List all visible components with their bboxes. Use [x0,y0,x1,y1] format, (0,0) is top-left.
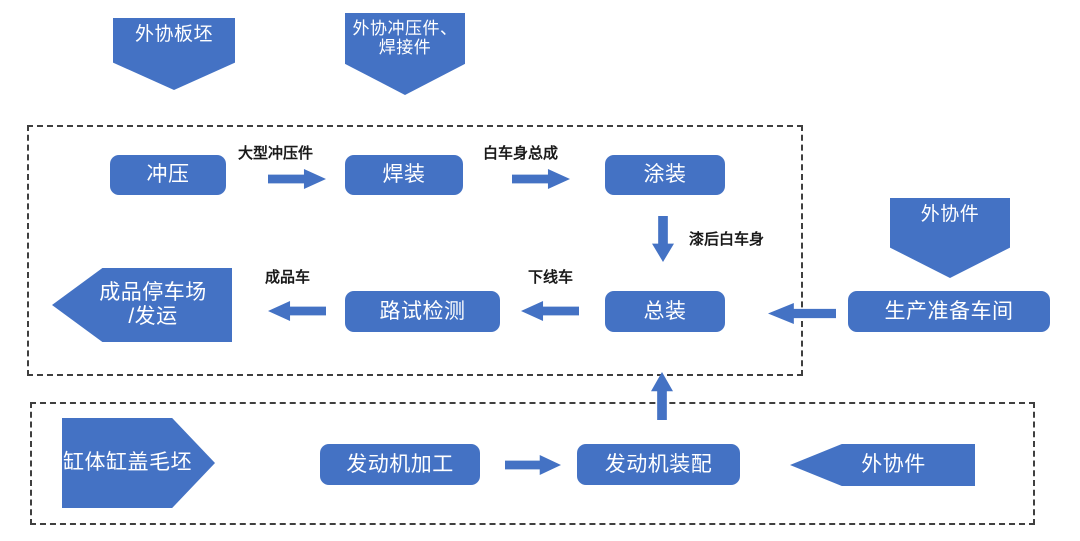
process-engine-assembly[interactable]: 发动机装配 [577,444,740,485]
process-prep-workshop[interactable]: 生产准备车间 [848,291,1050,332]
input-outsourced-blank[interactable]: 外协板坯 [113,18,235,90]
edge-label-painted-body: 漆后白车身 [689,232,765,248]
vehicle-plant-zone [27,125,803,376]
edge-label-large-stampings: 大型冲压件 [238,146,314,162]
process-engine-machining[interactable]: 发动机加工 [320,444,480,485]
process-welding[interactable]: 焊装 [345,155,463,195]
input-outsourced-parts-right[interactable]: 外协件 [890,198,1010,278]
edge-label-offline-vehicle: 下线车 [528,270,574,286]
process-stamping[interactable]: 冲压 [110,155,226,195]
input-outsourced-stamping-welding[interactable]: 外协冲压件、 焊接件 [345,13,465,95]
engine-plant-zone [30,402,1035,525]
process-road-test[interactable]: 路试检测 [345,291,500,332]
process-final-assembly[interactable]: 总装 [605,291,725,332]
process-painting[interactable]: 涂装 [605,155,725,195]
edge-label-finished-vehicle: 成品车 [265,270,311,286]
edge-label-body-in-white: 白车身总成 [483,146,559,162]
